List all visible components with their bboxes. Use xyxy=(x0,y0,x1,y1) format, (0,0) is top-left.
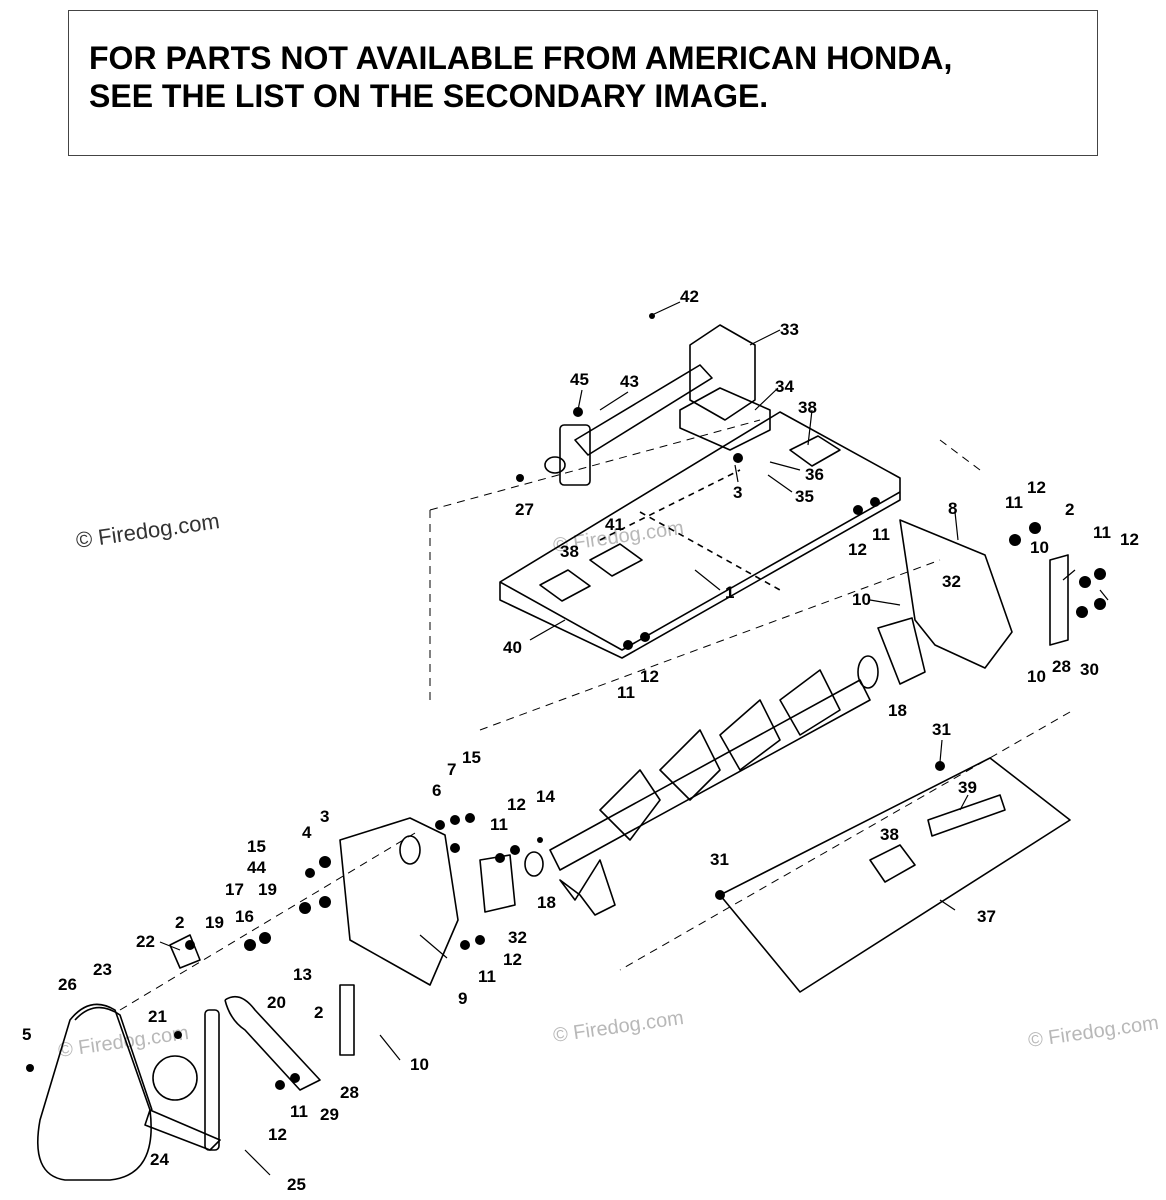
callout-31-left: 31 xyxy=(710,850,729,869)
callout-26: 26 xyxy=(58,975,77,994)
callout-12-c: 12 xyxy=(1120,530,1139,549)
left-side-plate xyxy=(339,817,516,986)
callout-11-f: 11 xyxy=(478,967,496,986)
callout-14: 14 xyxy=(536,787,555,806)
right-side-plate xyxy=(857,519,1069,689)
upper-frame-housing xyxy=(499,411,901,659)
callout-labels: 42 33 45 43 34 38 36 3 35 27 12 11 8 2 1… xyxy=(22,287,1139,1194)
leader-lines xyxy=(159,301,1109,1176)
chain-case xyxy=(37,934,355,1181)
callout-41: 41 xyxy=(605,515,624,534)
callout-17: 17 xyxy=(225,880,244,899)
callout-31-right: 31 xyxy=(932,720,951,739)
callout-34: 34 xyxy=(775,377,794,396)
callout-10-d: 10 xyxy=(410,1055,429,1074)
callout-11-a: 11 xyxy=(872,525,890,544)
callout-27: 27 xyxy=(515,500,534,519)
callout-12-f: 12 xyxy=(503,950,522,969)
callout-28-left: 28 xyxy=(340,1083,359,1102)
callout-25: 25 xyxy=(287,1175,306,1194)
callout-28-right: 28 xyxy=(1052,657,1071,676)
callout-5: 5 xyxy=(22,1025,31,1044)
callout-11-g: 11 xyxy=(290,1102,308,1121)
assembly-dashed-lines xyxy=(119,419,1071,1011)
callout-21: 21 xyxy=(148,1007,167,1026)
callout-16: 16 xyxy=(235,907,254,926)
callout-9: 9 xyxy=(458,989,467,1008)
callout-10-b: 10 xyxy=(852,590,871,609)
callout-35: 35 xyxy=(795,487,814,506)
callout-1: 1 xyxy=(725,583,734,602)
callout-40: 40 xyxy=(503,638,522,657)
callout-12-a: 12 xyxy=(848,540,867,559)
callout-42: 42 xyxy=(680,287,699,306)
callout-10-c: 10 xyxy=(1027,667,1046,686)
tine-rotor xyxy=(524,669,871,916)
callout-23: 23 xyxy=(93,960,112,979)
callout-2-a: 2 xyxy=(175,913,184,932)
callout-29: 29 xyxy=(320,1105,339,1124)
callout-15-a: 15 xyxy=(462,748,481,767)
callout-11-c: 11 xyxy=(1093,523,1111,542)
notice-line-1: FOR PARTS NOT AVAILABLE FROM AMERICAN HO… xyxy=(89,40,953,76)
callout-39: 39 xyxy=(958,778,977,797)
callout-32-left: 32 xyxy=(508,928,527,947)
callout-18-left: 18 xyxy=(537,893,556,912)
callout-36: 36 xyxy=(805,465,824,484)
callout-11-b: 11 xyxy=(1005,493,1023,512)
callout-2-b: 2 xyxy=(314,1003,323,1022)
callout-19-b: 19 xyxy=(205,913,224,932)
callout-13: 13 xyxy=(293,965,312,984)
callout-20: 20 xyxy=(267,993,286,1012)
callout-22: 22 xyxy=(136,932,155,951)
callout-12-b: 12 xyxy=(1027,478,1046,497)
callout-7: 7 xyxy=(447,760,456,779)
gearbox-assembly xyxy=(544,324,771,486)
callout-43: 43 xyxy=(620,372,639,391)
callout-18-right: 18 xyxy=(888,701,907,720)
callout-38-top: 38 xyxy=(798,398,817,417)
callout-45: 45 xyxy=(570,370,589,389)
callout-15-b: 15 xyxy=(247,837,266,856)
callout-19-a: 19 xyxy=(258,880,277,899)
callout-37: 37 xyxy=(977,907,996,926)
callout-11-e: 11 xyxy=(490,815,508,834)
callout-12-g: 12 xyxy=(268,1125,287,1144)
hardware-fasteners xyxy=(26,313,1106,1090)
callout-30: 30 xyxy=(1080,660,1099,679)
callout-12-e: 12 xyxy=(507,795,526,814)
callout-44: 44 xyxy=(247,858,266,877)
callout-38-low: 38 xyxy=(880,825,899,844)
callout-12-d: 12 xyxy=(640,667,659,686)
callout-3-top: 3 xyxy=(733,483,742,502)
callout-38-mid: 38 xyxy=(560,542,579,561)
callout-33: 33 xyxy=(780,320,799,339)
callout-8: 8 xyxy=(948,499,957,518)
notice-line-2: SEE THE LIST ON THE SECONDARY IMAGE. xyxy=(89,78,769,114)
callout-3-left: 3 xyxy=(320,807,329,826)
callout-6: 6 xyxy=(432,781,441,800)
parts-notice-box: FOR PARTS NOT AVAILABLE FROM AMERICAN HO… xyxy=(68,10,1098,156)
callout-10-a: 10 xyxy=(1030,538,1049,557)
rear-shield xyxy=(719,757,1071,993)
callout-32-right: 32 xyxy=(942,572,961,591)
callout-2-right: 2 xyxy=(1065,500,1074,519)
callout-4: 4 xyxy=(302,823,312,842)
callout-11-d: 11 xyxy=(617,683,635,702)
callout-24: 24 xyxy=(150,1150,169,1169)
